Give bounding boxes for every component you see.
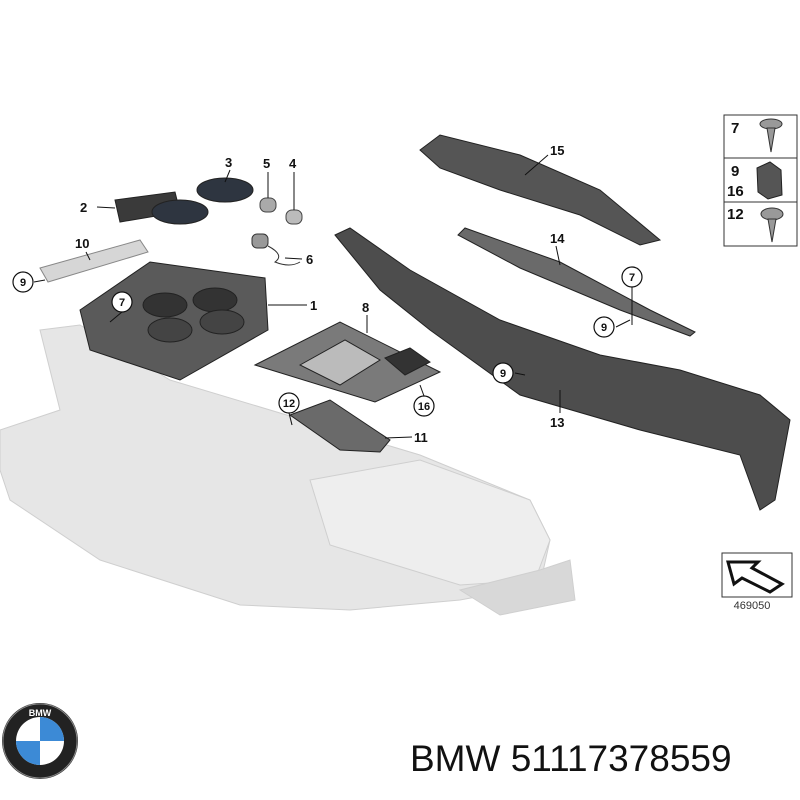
view-direction-box (721, 552, 793, 598)
callout-9-circle: 9 (601, 322, 607, 334)
callout-9-circle: 9 (20, 277, 26, 289)
part-1-cupholder (79, 261, 269, 381)
part-10-strip (39, 239, 149, 283)
callout-3: 3 (225, 155, 232, 170)
callout-16-circle: 16 (418, 401, 430, 413)
clip-nut-icon (756, 161, 783, 200)
callout-15: 15 (550, 143, 564, 158)
leader-lines (33, 154, 633, 439)
callout-11: 11 (414, 430, 428, 445)
callout-2: 2 (80, 200, 87, 215)
callout-5: 5 (263, 156, 270, 171)
part-11-frame (288, 399, 391, 453)
callout-9-circle: 9 (500, 368, 506, 380)
callout-10: 10 (75, 236, 89, 251)
callout-13: 13 (550, 415, 564, 430)
part-5-cap (259, 197, 277, 213)
legend-label-12: 12 (727, 206, 744, 223)
callout-7-circle: 7 (629, 272, 635, 284)
reference-number: 469050 (734, 600, 771, 612)
callout-14: 14 (550, 231, 565, 246)
bmw-logo: BMW (2, 703, 78, 779)
callout-7-circle: 7 (119, 297, 125, 309)
arrow-icon (726, 560, 785, 594)
screw-icon (760, 207, 784, 243)
fastener-legend: 7 9 16 12 (723, 114, 798, 247)
part-4-cap (285, 209, 303, 225)
part-14-trim (457, 227, 696, 337)
center-console-ghost (0, 324, 576, 616)
callout-12-circle: 12 (283, 398, 295, 410)
callout-1: 1 (310, 298, 317, 313)
part-6-socket (251, 233, 301, 266)
part-3-cup-mats (151, 177, 254, 225)
part-13-side-panel (334, 227, 791, 511)
legend-label-9: 9 (731, 163, 739, 180)
part-number-caption: BMW 51117378559 (410, 738, 732, 779)
legend-label-16: 16 (727, 183, 744, 200)
part-8-shift-trim (253, 321, 442, 403)
callout-4: 4 (289, 156, 297, 171)
callout-8: 8 (362, 300, 369, 315)
screw-icon (759, 118, 783, 153)
svg-text:BMW: BMW (29, 708, 52, 718)
part-15-trim (419, 134, 662, 246)
callout-6: 6 (306, 252, 313, 267)
legend-label-7: 7 (731, 120, 739, 137)
